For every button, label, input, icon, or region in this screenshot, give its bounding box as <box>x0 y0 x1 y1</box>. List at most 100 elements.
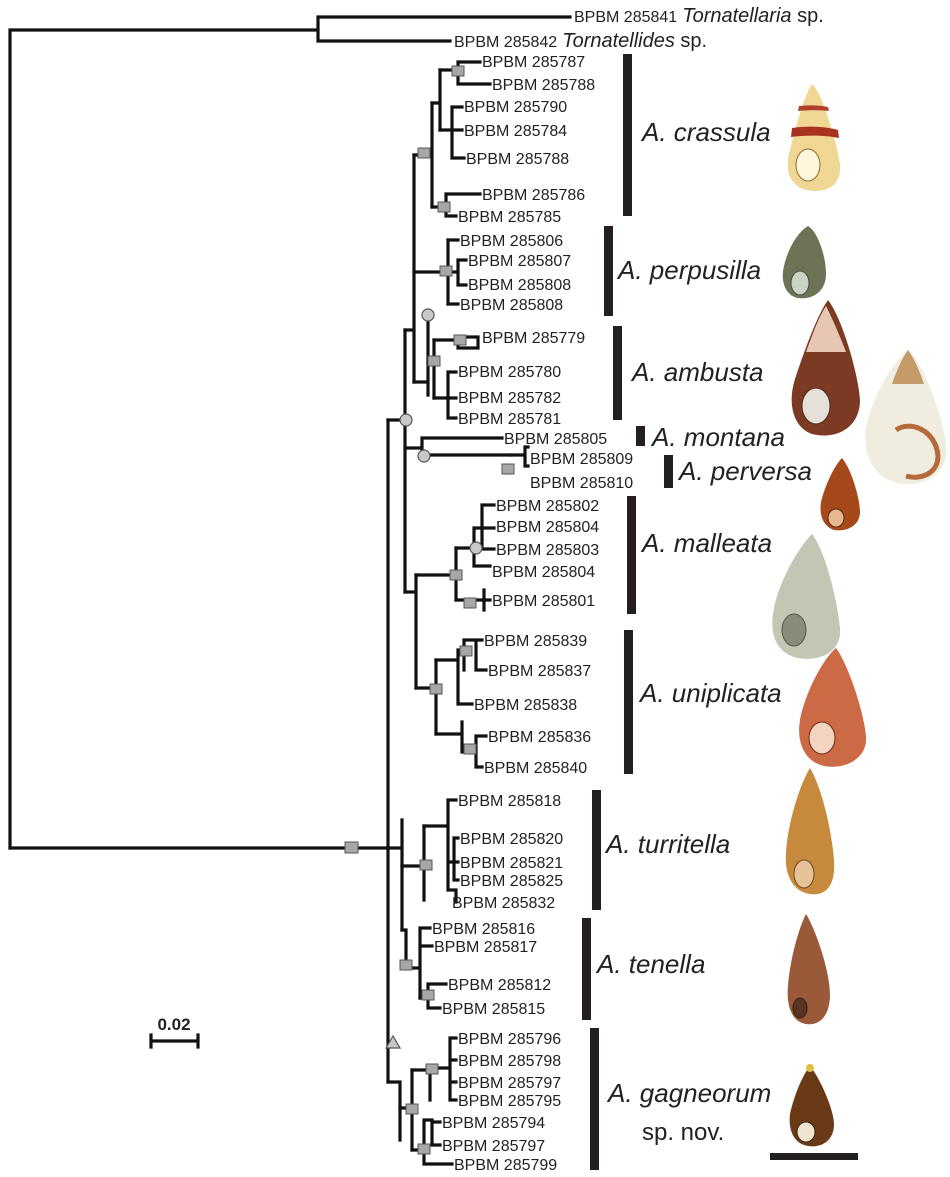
node-square <box>418 148 430 158</box>
node-circle <box>418 450 430 462</box>
tip-label: BPBM 285810 <box>530 475 633 492</box>
clade-label-crassula: A. crassula <box>640 117 771 147</box>
tip-label: BPBM 285820 <box>460 831 563 848</box>
tip-label: BPBM 285808 <box>460 297 563 314</box>
tip-label: BPBM 285780 <box>458 364 561 381</box>
shell-illustrations <box>772 84 946 1146</box>
node-square <box>420 860 432 870</box>
tip-label: BPBM 285808 <box>468 277 571 294</box>
clade-label-malleata: A. malleata <box>640 528 772 558</box>
tip-label: BPBM 285825 <box>460 873 563 890</box>
tip-label: BPBM 285838 <box>474 697 577 714</box>
clade-label-montana: A. montana <box>650 422 785 452</box>
tip-label: BPBM 285786 <box>482 187 585 204</box>
tip-label: BPBM 285785 <box>458 209 561 226</box>
tip-label: BPBM 285837 <box>488 663 591 680</box>
tip-label: BPBM 285840 <box>484 760 587 777</box>
clade-bars <box>582 54 673 1170</box>
node-square <box>426 1064 438 1074</box>
tip-label: BPBM 285782 <box>458 390 561 407</box>
clade-bar-malleata <box>627 496 636 614</box>
clade-bar-tenella <box>582 918 591 1020</box>
tip-label: BPBM 285790 <box>464 99 567 116</box>
node-square <box>406 1104 418 1114</box>
clade-label-tenella: A. tenella <box>595 949 705 979</box>
node-square <box>464 744 476 754</box>
clade-label-uniplicata: A. uniplicata <box>638 678 782 708</box>
node-square <box>450 570 462 580</box>
node-square <box>430 684 442 694</box>
scale-bar: 0.02 <box>151 1015 198 1047</box>
tip-label: BPBM 285816 <box>432 921 535 938</box>
shell-image-uniplicata <box>799 648 866 767</box>
tip-label: BPBM 285799 <box>454 1157 557 1174</box>
shell-image-crassula <box>788 84 840 191</box>
shell-image-turritella <box>786 768 834 894</box>
node-circle <box>470 542 482 554</box>
scale-bar-label: 0.02 <box>157 1015 190 1034</box>
node-square <box>502 464 514 474</box>
tip-label: BPBM 285797 <box>442 1138 545 1155</box>
node-square <box>345 842 358 853</box>
node-square <box>422 990 434 1000</box>
shell-size-scale-bar <box>770 1153 858 1160</box>
tip-label: BPBM 285784 <box>464 123 567 140</box>
tip-label: BPBM 285788 <box>466 151 569 168</box>
tip-label: BPBM 285807 <box>468 253 571 270</box>
tip-label: BPBM 285839 <box>484 633 587 650</box>
node-square <box>418 1144 430 1154</box>
shell-image-tenella <box>788 914 830 1024</box>
tip-label: BPBM 285794 <box>442 1115 545 1132</box>
tip-label: BPBM 285797 <box>458 1075 561 1092</box>
tip-label: BPBM 285804 <box>496 519 599 536</box>
clade-bar-crassula <box>623 54 632 216</box>
tip-label: BPBM 285798 <box>458 1053 561 1070</box>
tip-label: BPBM 285803 <box>496 542 599 559</box>
shell-image-ambusta <box>792 300 860 436</box>
tip-label: BPBM 285815 <box>442 1001 545 1018</box>
clade-label-gagneorum-sub: sp. nov. <box>642 1119 724 1146</box>
tip-label: BPBM 285796 <box>458 1031 561 1048</box>
clade-label-perversa: A. perversa <box>677 456 812 486</box>
tip-label: BPBM 285781 <box>458 411 561 428</box>
tip-label: BPBM 285788 <box>492 77 595 94</box>
clade-bar-turritella <box>592 790 601 910</box>
node-square <box>428 356 440 366</box>
clade-bar-uniplicata <box>624 630 633 774</box>
clade-label-perpusilla: A. perpusilla <box>616 255 761 285</box>
outgroup-label-2: BPBM 285842Tornatellides sp. <box>454 30 707 52</box>
tip-label: BPBM 285795 <box>458 1093 561 1110</box>
tip-label: BPBM 285802 <box>496 498 599 515</box>
tip-label: BPBM 285801 <box>492 593 595 610</box>
clade-bar-perpusilla <box>604 226 613 316</box>
node-square <box>460 646 472 656</box>
clade-label-turritella: A. turritella <box>604 829 730 859</box>
tip-label: BPBM 285836 <box>488 729 591 746</box>
clade-bar-gagneorum <box>590 1028 599 1170</box>
tip-label: BPBM 285821 <box>460 855 563 872</box>
tip-label: BPBM 285809 <box>530 451 633 468</box>
tip-label: BPBM 285818 <box>458 793 561 810</box>
node-square <box>400 960 412 970</box>
node-square <box>454 335 466 345</box>
clade-label-gagneorum: A. gagneorum <box>606 1078 771 1108</box>
tip-label: BPBM 285806 <box>460 233 563 250</box>
tip-label: BPBM 285832 <box>452 895 555 912</box>
clade-bar-ambusta <box>613 326 622 420</box>
tip-label: BPBM 285804 <box>492 564 595 581</box>
shell-image-perversa <box>821 458 861 530</box>
scale-bar-line <box>151 1035 198 1047</box>
shell-image-perpusilla <box>783 226 826 298</box>
shell-image-montana <box>865 350 946 484</box>
node-circle <box>400 414 412 426</box>
shell-image-gagneorum <box>790 1064 834 1146</box>
node-square <box>452 66 464 76</box>
clade-label-ambusta: A. ambusta <box>630 357 764 387</box>
tip-labels: BPBM 285787 BPBM 285788 BPBM 285790 BPBM… <box>432 54 633 1174</box>
tip-label: BPBM 285805 <box>504 431 607 448</box>
node-square <box>438 202 450 212</box>
tip-label: BPBM 285817 <box>434 939 537 956</box>
